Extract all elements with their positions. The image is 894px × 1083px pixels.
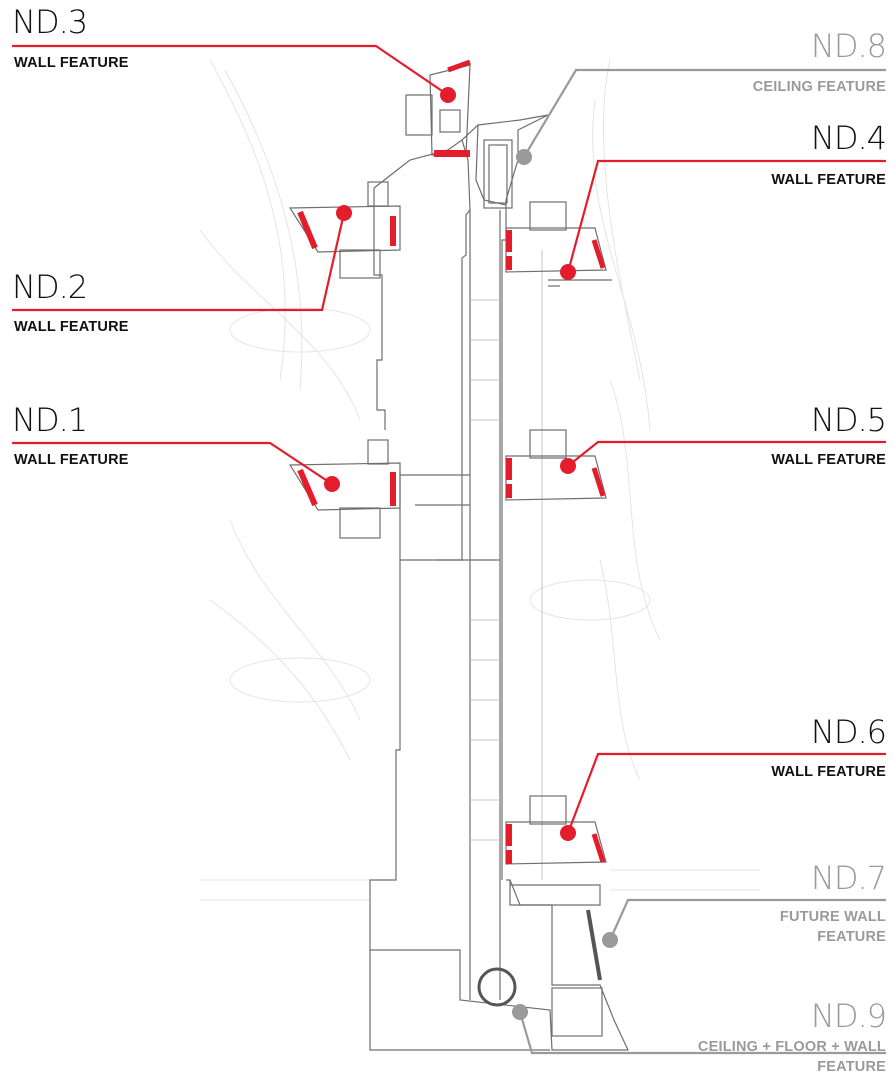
callout-dot-nd4 <box>560 264 576 280</box>
callout-desc-nd6: WALL FEATURE <box>771 764 886 780</box>
callout-code-nd7: ND.7 <box>810 859 887 897</box>
leader-line-nd1 <box>12 441 333 485</box>
callout-dot-nd8 <box>516 149 532 165</box>
leader-line-nd7 <box>608 898 886 941</box>
leader-line-nd3 <box>12 44 449 96</box>
leader-line-nd8 <box>523 68 886 158</box>
callout-dot-nd1 <box>324 476 340 492</box>
callout-code-nd4: ND.4 <box>810 119 887 157</box>
callout-code-nd3: ND.3 <box>12 3 88 41</box>
callout-code-nd2: ND.2 <box>12 268 88 306</box>
callout-desc-nd2: WALL FEATURE <box>14 319 129 335</box>
pod-nd3 <box>405 59 471 157</box>
leader-line-nd5 <box>567 440 886 467</box>
callout-desc-nd7-line1: FUTURE WALL <box>779 909 886 925</box>
pod-nd6 <box>505 795 607 865</box>
leader-line-nd9 <box>518 1011 886 1055</box>
callout-desc-nd7-line2: FEATURE <box>817 929 886 945</box>
callout-code-nd9: ND.9 <box>810 997 887 1035</box>
callout-code-nd5: ND.5 <box>810 401 887 439</box>
callout-desc-nd3: WALL FEATURE <box>14 55 129 71</box>
callout-dot-nd2 <box>336 205 352 221</box>
callout-desc-nd9-line1: CEILING + FLOOR + WALL <box>697 1039 886 1055</box>
callout-desc-nd5: WALL FEATURE <box>771 452 886 468</box>
pod-nd5 <box>505 429 607 501</box>
corridor-hatching <box>470 250 543 880</box>
ceiling-floor-feature-mark <box>477 967 517 1007</box>
callout-desc-nd4: WALL FEATURE <box>771 172 886 188</box>
pod-nd1 <box>288 439 401 539</box>
future-wall-feature-mark <box>586 909 602 981</box>
callout-desc-nd1: WALL FEATURE <box>14 452 129 468</box>
callout-code-nd6: ND.6 <box>810 713 887 751</box>
building-outline <box>369 114 629 1051</box>
callout-desc-nd8: CEILING FEATURE <box>752 79 886 95</box>
pod-nd2 <box>288 181 401 279</box>
callout-dot-nd9 <box>512 1004 528 1020</box>
callout-desc-nd9-line2: FEATURE <box>817 1059 886 1075</box>
callout-dot-nd6 <box>560 825 576 841</box>
pod-nd4 <box>505 201 607 273</box>
callout-code-nd8: ND.8 <box>810 27 887 65</box>
callout-dot-nd7 <box>602 932 618 948</box>
leader-line-nd4 <box>566 159 886 273</box>
callout-code-nd1: ND.1 <box>12 401 88 439</box>
callout-dot-nd5 <box>560 458 576 474</box>
callout-dot-nd3 <box>440 87 456 103</box>
pod-nd9-stair <box>551 987 603 1037</box>
leader-line-nd2 <box>12 212 346 312</box>
background-sketch <box>199 59 760 901</box>
leader-line-nd6 <box>566 752 886 834</box>
